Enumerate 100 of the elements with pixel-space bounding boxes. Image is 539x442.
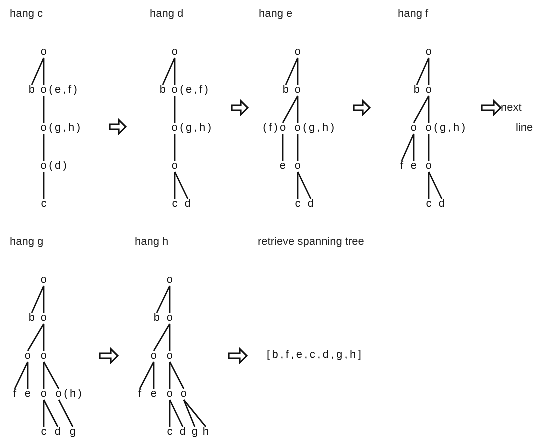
result-list: [b,f,e,c,d,g,h] <box>267 348 364 362</box>
tree-node-label: e <box>410 159 420 173</box>
tree-line <box>413 134 415 161</box>
tree-node-label: c <box>41 197 49 211</box>
tree-node-label: e <box>24 387 34 401</box>
tree-line <box>169 362 185 390</box>
tree-line <box>139 362 155 390</box>
tree-line <box>297 172 312 200</box>
tree-node-label: (f)o <box>263 121 288 135</box>
tree-line <box>43 58 45 85</box>
tree-line <box>43 400 59 428</box>
tree-node-label: c <box>41 425 49 439</box>
tree-line <box>162 58 176 86</box>
tree-node-label: o <box>24 349 34 363</box>
tree-node-label: o <box>40 387 50 401</box>
tree-line <box>282 96 299 124</box>
tree-node-label: o(e,f) <box>172 83 211 97</box>
tree-line <box>428 172 430 199</box>
panel-title: hang e <box>259 7 293 21</box>
tree-node-label: d <box>180 425 188 439</box>
tree-node-label: o <box>166 349 176 363</box>
tree-node-label: e <box>150 387 160 401</box>
tree-line <box>297 96 299 123</box>
tree-line <box>43 134 45 161</box>
hollow-arrow <box>228 347 248 365</box>
tree-line <box>297 134 299 161</box>
tree-node-label: f <box>138 387 144 401</box>
tree-node-label: o <box>40 273 50 287</box>
panel-title: hang g <box>10 235 44 249</box>
tree-line <box>153 324 171 352</box>
tree-node-label: o(e,f) <box>40 83 80 97</box>
tree-line <box>174 96 176 123</box>
tree-node-label: o <box>426 45 434 59</box>
tree-node-label: c <box>295 197 303 211</box>
tree-line <box>428 96 430 123</box>
tree-line <box>174 134 176 161</box>
panel-title: hang f <box>398 7 429 21</box>
tree-node-label: e <box>280 159 288 173</box>
hollow-arrow <box>109 118 128 136</box>
tree-node-label: d <box>308 197 316 211</box>
tree-node-label: o <box>294 45 304 59</box>
tree-line <box>416 58 430 86</box>
tree-line <box>169 324 171 351</box>
tree-line <box>27 362 29 389</box>
tree-node-label: b <box>154 311 162 325</box>
tree-node-label: d <box>184 197 194 211</box>
tree-line <box>428 172 443 200</box>
tree-node-label: o(g,h) <box>426 121 468 135</box>
tree-node-label: o <box>294 83 304 97</box>
tree-node-label: o <box>410 121 420 135</box>
tree-node-label: b <box>160 83 168 97</box>
tree-line <box>401 134 415 162</box>
hollow-arrow <box>481 99 502 117</box>
panel-title: hang h <box>135 235 169 249</box>
tree-line <box>183 400 196 428</box>
tree-node-label: o <box>294 159 304 173</box>
tree-line <box>43 400 45 427</box>
tree-node-label: o <box>166 311 176 325</box>
tree-node-label: h <box>202 425 212 439</box>
continuation-note: next line <box>501 98 538 138</box>
tree-node-label: o <box>150 349 160 363</box>
tree-line <box>31 286 45 314</box>
panel-title: hang c <box>10 7 44 21</box>
tree-node-label: d <box>438 197 448 211</box>
tree-line <box>174 172 189 200</box>
tree-line <box>169 362 171 389</box>
hollow-arrow <box>99 347 120 365</box>
tree-node-label: o(g,h) <box>294 121 337 135</box>
tree-node-label: o <box>180 387 190 401</box>
panel-title: retrieve spanning tree <box>258 235 364 249</box>
tree-line <box>27 324 45 352</box>
tree-line <box>169 400 171 427</box>
tree-node-label: b <box>28 83 38 97</box>
tree-node-label: o(g,h) <box>172 121 214 135</box>
tree-node-label: o <box>166 387 176 401</box>
hollow-arrow <box>231 99 250 117</box>
tree-node-label: o <box>172 159 180 173</box>
tree-line <box>297 172 299 199</box>
tree-line <box>156 286 171 314</box>
tree-line <box>183 400 207 428</box>
tree-node-label: f <box>13 387 19 401</box>
hollow-arrow <box>353 99 372 117</box>
tree-node-label: b <box>28 311 38 325</box>
tree-line <box>43 362 45 389</box>
tree-line <box>297 58 299 85</box>
tree-node-label: o <box>40 45 50 59</box>
tree-node-label: g <box>70 425 78 439</box>
tree-node-label: b <box>282 83 292 97</box>
tree-node-label: o(d) <box>40 159 70 173</box>
tree-line <box>43 324 45 351</box>
tree-line <box>282 134 284 161</box>
tree-line <box>285 58 299 86</box>
tree-line <box>14 362 29 390</box>
tree-line <box>31 58 45 86</box>
tree-line <box>174 58 176 85</box>
tree-node-label: f <box>400 159 406 173</box>
tree-node-label: c <box>167 425 175 439</box>
tree-node-label: b <box>414 83 422 97</box>
tree-node-label: o(h) <box>56 387 84 401</box>
tree-line <box>169 286 171 313</box>
